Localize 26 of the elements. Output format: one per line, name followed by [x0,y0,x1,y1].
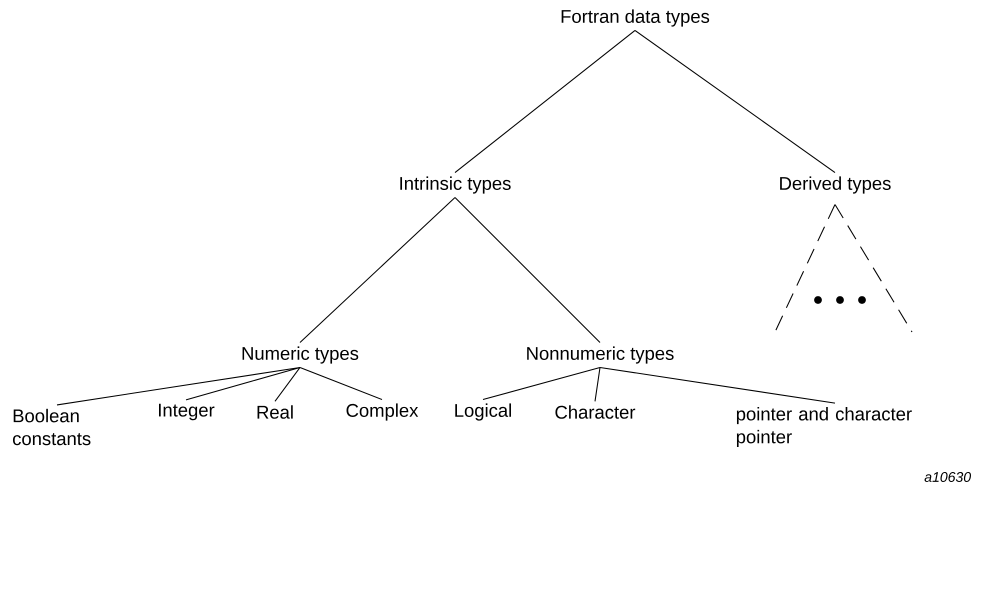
tree-line [454,197,600,343]
type-label: Boolean constants [12,408,90,446]
type-label: pointer and character pointer [736,407,912,448]
tree-line [186,366,300,400]
tree-line [634,30,836,173]
tree-line [300,366,382,400]
type-label: Character [555,405,636,419]
tree-line [300,197,456,343]
dashed-line [834,204,912,332]
tree-line [600,366,836,404]
type-label: Derived types [780,176,891,194]
type-label: Fortran data types [562,9,710,27]
tree-line [482,366,600,400]
type-label: Nonnumeric types [527,346,674,364]
dashed-line [774,204,836,332]
figure-id: a10630 [924,472,971,482]
type-label: Logical [455,403,511,421]
type-label: Real [258,405,293,419]
type-label: Intrinsic types [400,176,511,194]
tree-line [454,30,636,173]
type-label: Numeric types [242,346,358,364]
tree-line [594,367,601,402]
tree-line [56,366,300,406]
type-label: Integer [159,404,214,420]
tree-line [274,367,300,402]
type-label: Complex [346,403,418,421]
